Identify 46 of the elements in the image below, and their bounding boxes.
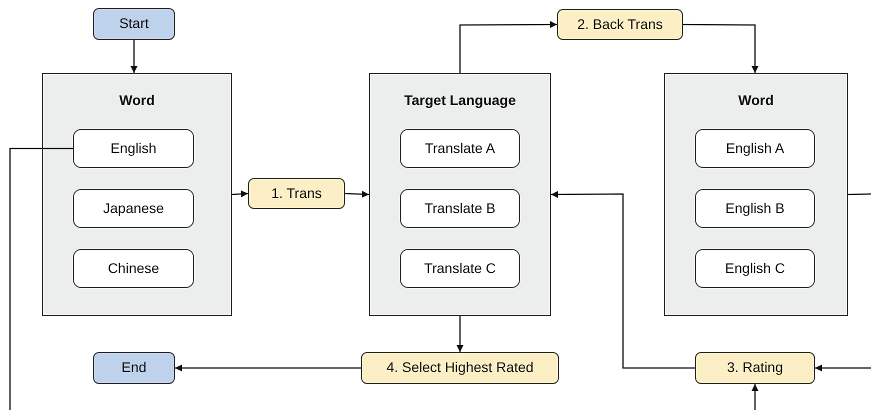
group-panel: [369, 73, 551, 316]
box-label: 3. Rating: [726, 359, 784, 377]
group-title: Target Language: [404, 92, 516, 110]
process-box: [695, 352, 815, 384]
connector-arrow: [175, 364, 361, 372]
box-label: English C: [725, 260, 785, 278]
box-label: Japanese: [103, 200, 164, 218]
connector-arrow: [130, 40, 138, 73]
item-box: [695, 189, 815, 228]
box-label: 4. Select Highest Rated: [386, 359, 534, 377]
box-label: 1. Trans: [271, 184, 322, 202]
terminal-box: [93, 8, 175, 40]
connector-arrow: [815, 364, 871, 372]
box-label: Translate C: [424, 260, 496, 278]
box-label: End: [122, 359, 146, 377]
terminal-box: [93, 352, 175, 384]
item-box: [400, 249, 520, 288]
connector-arrow: [456, 316, 464, 352]
process-box: [248, 178, 345, 209]
item-box: [695, 249, 815, 288]
connector-arrow: [551, 190, 695, 369]
connector-arrow: [232, 190, 248, 198]
item-box: [400, 189, 520, 228]
process-box: [361, 352, 559, 384]
process-box: [557, 9, 683, 40]
item-box: [73, 189, 194, 228]
item-box: [695, 129, 815, 168]
connector-arrow: [683, 24, 758, 73]
connector-arrow: [459, 21, 557, 73]
box-label: English: [110, 140, 156, 158]
group-title: Word: [738, 92, 774, 110]
box-label: English A: [726, 140, 784, 158]
item-box: [400, 129, 520, 168]
box-label: Translate A: [424, 140, 496, 158]
connector-arrow: [344, 190, 370, 198]
group-title: Word: [119, 92, 155, 110]
connector-arrow: [752, 384, 758, 410]
box-label: Start: [119, 15, 149, 33]
box-label: Translate B: [424, 200, 496, 218]
item-box: [73, 129, 194, 168]
box-label: English B: [725, 200, 785, 218]
group-panel: [42, 73, 232, 316]
box-label: Chinese: [108, 260, 160, 278]
item-box: [73, 249, 194, 288]
box-label: 2. Back Trans: [577, 16, 663, 34]
group-panel: [664, 73, 848, 316]
